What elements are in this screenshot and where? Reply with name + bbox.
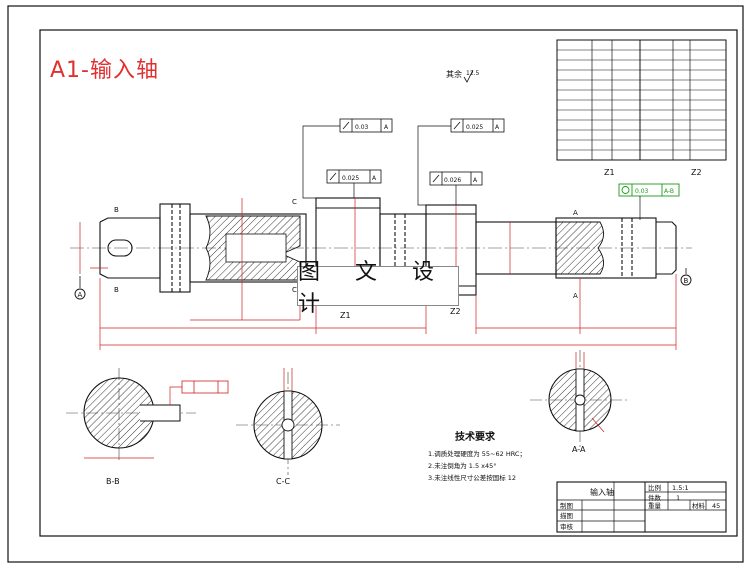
title-block [556,481,727,533]
frame-leaders [302,125,641,220]
svg-text:B: B [684,277,689,285]
outer-border [7,5,744,563]
title-block-text: 输入轴 比例 1.5:1 件数 1 重量 材料 45 制图 描图 审核 [560,483,720,531]
roughness-note: 其余 12.5 [446,69,480,83]
roughness-note-value: 12.5 [466,70,480,77]
tolerance-frame-3: 0.025 A [326,169,382,184]
gear-label-z1-top: Z1 [604,168,615,177]
drawing-title: A1-输入轴 [50,58,159,83]
gear-label-z2-top: Z2 [691,168,702,177]
svg-text:0.03: 0.03 [635,188,649,195]
scale-label: 比例 [648,483,661,492]
datum-a: A [74,276,86,300]
material-value: 45 [712,502,720,510]
svg-text:C: C [292,198,297,206]
qty-label: 件数 [648,493,662,502]
tolerance-frame-4: 0.026 A [429,171,483,186]
svg-text:A: A [573,209,578,217]
row-traced: 描图 [560,511,573,520]
row-checked: 审核 [560,522,574,531]
weight-label: 重量 [648,502,662,510]
section-label-c-c: C-C [276,477,290,486]
svg-text:0.026: 0.026 [444,177,461,184]
datum-b: B [680,268,692,286]
tolerance-frame-1: 0.03 A [339,118,393,133]
section-a-a: A-A [530,350,630,454]
tolerance-frame-2: 0.025 A [450,118,505,133]
gear-label-z2: Z2 [450,307,461,316]
hatch-section-left [205,215,301,281]
section-b-b: B-B [66,368,229,486]
inner-border [39,29,738,537]
svg-text:A: A [473,177,478,184]
tech-req-item-1: 1.调质处理硬度为 55~62 HRC； [428,449,526,458]
qty-value: 1 [676,494,680,502]
material-label: 材料 [692,501,706,510]
tech-req-item-3: 3.未注线性尺寸公差按国标 12 [428,473,516,482]
section-label-a-a: A-A [572,445,586,454]
svg-text:A: A [495,124,500,131]
scale-value: 1.5:1 [672,484,689,492]
gear-params-table [556,39,727,161]
svg-text:C: C [292,286,297,294]
svg-text:B: B [114,206,119,214]
technical-requirements: 技术要求 1.调质处理硬度为 55~62 HRC； 2.未注倒角为 1.5 x4… [428,430,526,482]
section-c-c: C-C [236,368,340,486]
svg-text:A: A [372,175,377,182]
tolerance-frame-5: 0.03 A-B [618,183,680,197]
tech-req-heading: 技术要求 [455,430,496,443]
section-marks: A A B B C C [114,198,578,300]
hatch-section-right [555,221,604,275]
watermark: 图 文 设 计 [297,260,459,317]
tech-req-item-2: 2.未注倒角为 1.5 x45° [428,461,497,470]
svg-text:B: B [114,286,119,294]
svg-text:0.025: 0.025 [466,124,483,131]
svg-text:A: A [78,291,83,299]
part-name: 输入轴 [590,487,614,497]
svg-text:A: A [573,292,578,300]
gear-label-z1: Z1 [340,311,351,320]
svg-text:A-B: A-B [664,188,674,195]
section-label-b-b: B-B [106,477,120,486]
svg-text:0.025: 0.025 [342,175,359,182]
svg-text:0.03: 0.03 [355,124,369,131]
svg-text:A: A [384,124,389,131]
roughness-note-text: 其余 [446,69,462,79]
row-drawn: 制图 [560,501,573,510]
